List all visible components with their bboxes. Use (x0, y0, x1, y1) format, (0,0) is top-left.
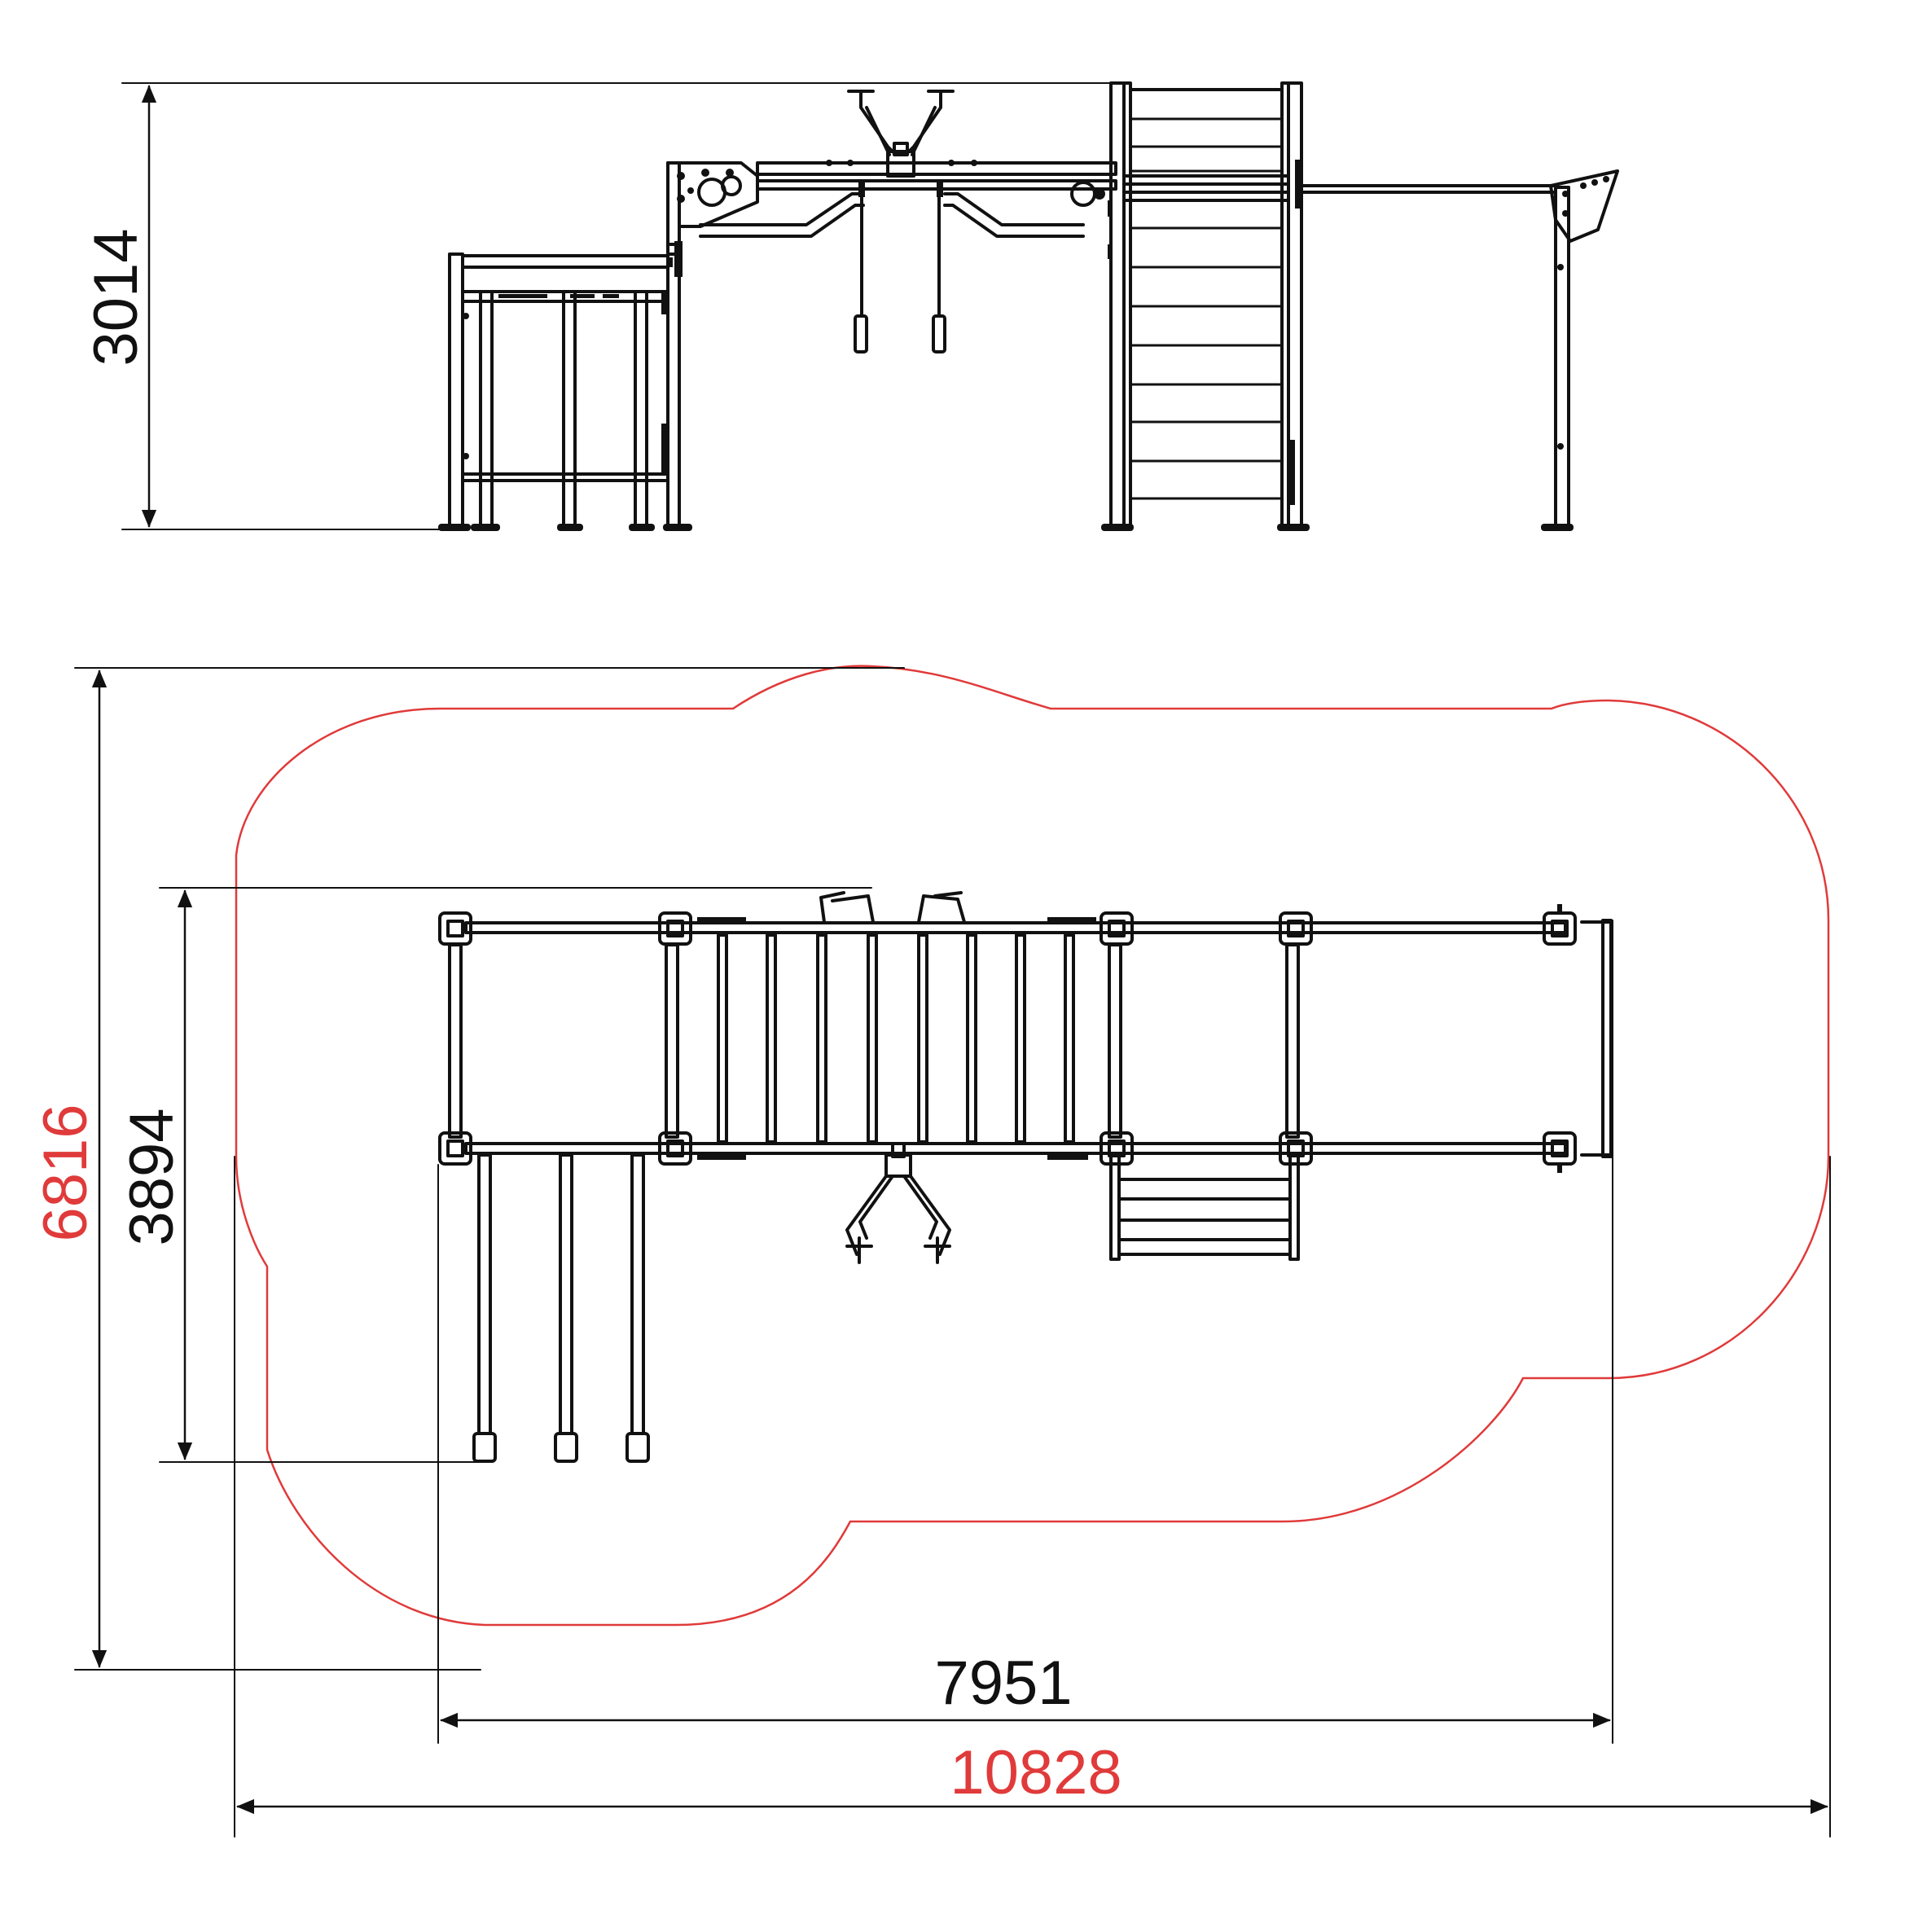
safety-length-dimension: 10828 (234, 1156, 1831, 1838)
suspension-trainer (847, 90, 955, 353)
equipment-depth-label: 3894 (117, 1108, 187, 1245)
safety-zone-outline (235, 665, 1830, 1627)
safety-length-label: 10828 (950, 1738, 1121, 1807)
monkey-bars-rungs (697, 917, 1096, 1160)
plan-main-rails (448, 919, 1613, 1158)
post-base-plates (438, 904, 1577, 1173)
high-pullup-bar (1300, 169, 1619, 528)
side-elevation-view: 3014 (81, 81, 1619, 531)
low-platform-module (448, 243, 681, 528)
height-dimension-label: 3014 (81, 228, 151, 366)
upper-rail (699, 160, 1117, 238)
equipment-depth-dimension: 3894 (117, 887, 872, 1463)
safety-depth-dimension: 6816 (31, 667, 905, 1671)
equipment-length-dimension: 7951 (437, 920, 1613, 1744)
ground-feet (438, 524, 1574, 531)
pulley-frame (666, 161, 759, 277)
height-dimension: 3014 (81, 82, 1126, 530)
plan-low-ladder (1109, 1153, 1300, 1261)
wall-bars-ladder (1108, 81, 1303, 528)
plan-suspension-trainer (819, 891, 966, 1264)
safety-depth-label: 6816 (31, 1104, 100, 1241)
plan-view: 6816 3894 7951 10828 (31, 665, 1831, 1838)
plan-dip-bars (472, 1153, 650, 1463)
equipment-length-label: 7951 (934, 1649, 1072, 1718)
